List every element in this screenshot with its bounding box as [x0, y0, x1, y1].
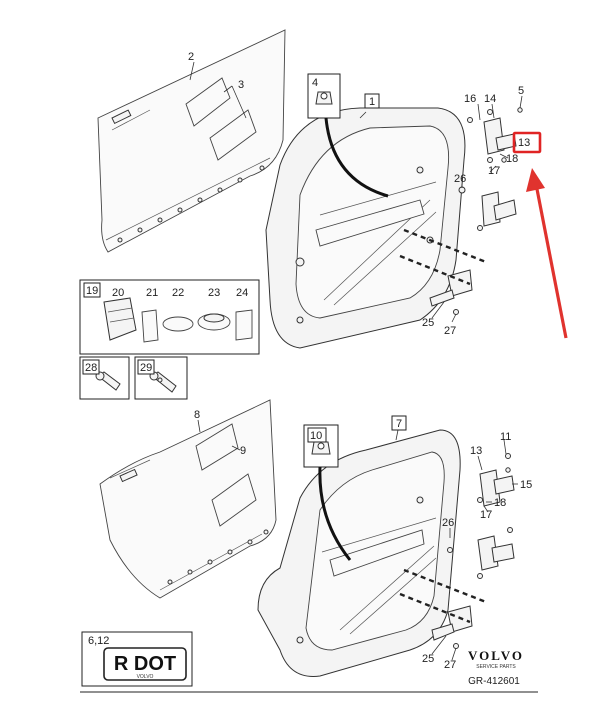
front-check-strap — [399, 228, 487, 315]
kit-callouts: 19 20 21 22 23 24 28 29 — [82, 282, 248, 375]
callout-2: 2 — [188, 51, 194, 63]
callout-7-box — [391, 415, 407, 431]
callout-18: 18 — [506, 153, 518, 165]
callout-21: 21 — [146, 287, 158, 299]
callout-9: 9 — [240, 445, 246, 457]
leader-lines — [189, 61, 523, 661]
callout-8: 8 — [194, 409, 200, 421]
callout-1-box — [364, 93, 380, 109]
rdot-stamp: 6,12 R DOT VOLVO — [81, 631, 193, 687]
callout-22: 22 — [172, 287, 184, 299]
front-grommet — [307, 73, 389, 198]
callout-19: 19 — [86, 285, 98, 297]
callout-3: 3 — [238, 79, 244, 91]
part-13-highlight — [512, 131, 568, 339]
callout-27: 27 — [444, 325, 456, 337]
callout-17: 17 — [488, 165, 500, 177]
stamp-brand: VOLVO — [137, 674, 154, 680]
kit-box — [79, 279, 260, 355]
callout-10-box — [307, 427, 327, 443]
callout-5: 5 — [518, 85, 524, 97]
callout-1: 1 — [369, 96, 375, 108]
callout-25-rear: 25 — [422, 653, 434, 665]
rear-foil-pads — [195, 423, 257, 527]
callout-23: 23 — [208, 287, 220, 299]
callout-28: 28 — [85, 362, 97, 374]
callout-4: 4 — [312, 77, 318, 89]
callout-13-rear: 13 — [470, 445, 482, 457]
front-door-frame — [265, 107, 466, 349]
reference-code: GR-412601 — [468, 676, 520, 687]
brand-sub: SERVICE PARTS — [476, 664, 516, 670]
callout-26: 26 — [454, 173, 466, 185]
callout-14: 14 — [484, 93, 496, 105]
callout-29: 29 — [140, 362, 152, 374]
rear-panel-clip-row — [167, 529, 269, 585]
rear-upper-hinge — [477, 453, 515, 507]
stamp-text: R DOT — [114, 653, 176, 675]
brand-block: VOLVO SERVICE PARTS GR-412601 — [468, 648, 524, 687]
rear-check-strap — [399, 547, 487, 649]
callout-15: 15 — [520, 479, 532, 491]
callout-28-box — [82, 359, 100, 375]
front-callouts: 2 3 4 1 16 14 5 13 18 17 26 25 27 — [188, 51, 530, 337]
front-lower-hinge — [458, 186, 517, 231]
callout-29-box — [137, 359, 155, 375]
callout-16: 16 — [464, 93, 476, 105]
front-outer-panel — [97, 29, 286, 253]
callout-27-rear: 27 — [444, 659, 456, 671]
callout-20: 20 — [112, 287, 124, 299]
stamp-ref: 6,12 — [88, 635, 109, 647]
callout-25: 25 — [422, 317, 434, 329]
callout-18-rear: 18 — [494, 497, 506, 509]
front-foil-pads — [185, 77, 257, 161]
callout-13: 13 — [518, 137, 530, 149]
rear-grommet — [303, 424, 352, 561]
callout-10: 10 — [310, 430, 322, 442]
callout-17-rear: 17 — [480, 509, 492, 521]
rear-door-frame — [257, 429, 461, 677]
rear-callouts: 8 9 10 7 13 11 15 18 17 26 25 27 — [194, 409, 532, 671]
callout-26-rear: 26 — [442, 517, 454, 529]
callout-11: 11 — [500, 431, 511, 443]
callout-7: 7 — [396, 418, 402, 430]
rear-lower-hinge — [477, 527, 515, 579]
brand-logo: VOLVO — [468, 648, 524, 663]
callout-19-box — [83, 282, 101, 298]
callout-24: 24 — [236, 287, 248, 299]
panel-clip-row — [117, 165, 265, 243]
